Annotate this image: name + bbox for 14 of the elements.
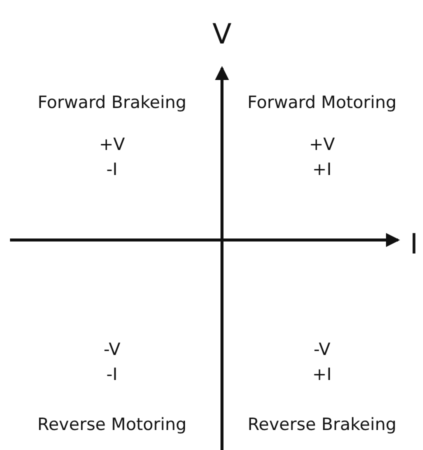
quadrant-label: Reverse Brakeing [248, 415, 396, 435]
sign-label: +V [309, 135, 335, 155]
sign-label: +V [99, 135, 125, 155]
quadrant-label: Forward Motoring [247, 93, 397, 113]
sign-label: +I [312, 160, 332, 180]
sign-label: -I [106, 365, 118, 385]
axis-label: I [410, 228, 418, 260]
sign-label: -V [104, 340, 120, 360]
axis-label: V [212, 18, 232, 50]
sign-label: +I [312, 365, 332, 385]
quadrant-label: Forward Brakeing [38, 93, 186, 113]
sign-label: -I [106, 160, 118, 180]
quadrant-label: Reverse Motoring [37, 415, 187, 435]
sign-label: -V [314, 340, 330, 360]
